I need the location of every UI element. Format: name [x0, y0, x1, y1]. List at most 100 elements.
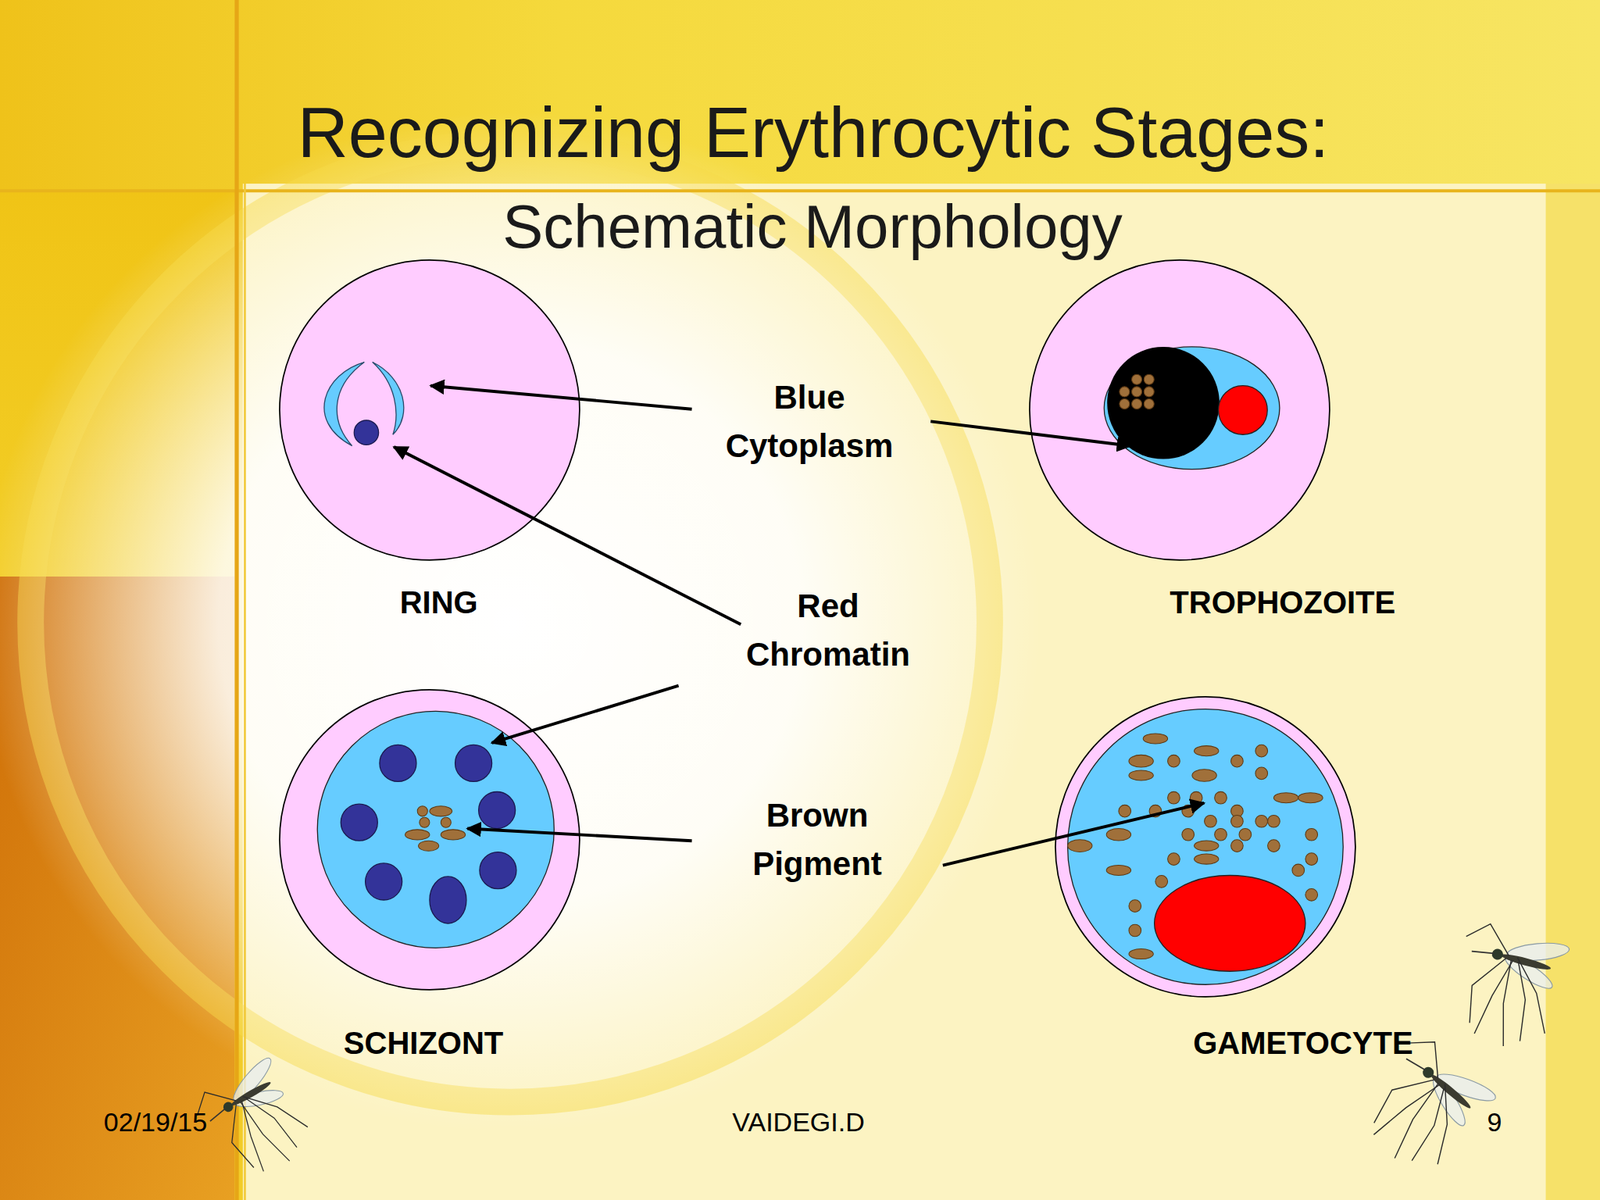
pigment-granule: [1292, 864, 1305, 877]
pigment-granule: [1214, 792, 1227, 805]
pigment-granule: [1155, 875, 1168, 889]
pigment-granule: [1143, 374, 1154, 385]
pigment-granule: [405, 829, 430, 840]
red-blood-cell: [1055, 696, 1356, 997]
chromatin-mass: [1153, 875, 1305, 972]
pigment-granule: [1305, 828, 1318, 842]
pigment-granule: [1131, 374, 1142, 385]
pigment-granule: [1267, 815, 1280, 829]
ring-cytoplasm: [372, 362, 404, 436]
callout-label: Blue Cytoplasm: [711, 373, 908, 471]
mosquito: [187, 1051, 322, 1190]
ring-cell: RING: [276, 257, 583, 564]
red-blood-cell: [279, 689, 580, 990]
mosquito: [1441, 914, 1575, 1058]
chromatin-dot: [1217, 385, 1268, 436]
parasite-cytoplasm: [1103, 346, 1280, 470]
mosquito-leg: [1373, 1072, 1440, 1147]
pigment-granule: [1119, 399, 1130, 410]
merozoite: [479, 852, 517, 890]
pigment-granule: [1118, 805, 1132, 818]
pigment-granule: [440, 817, 451, 828]
pigment-granule: [1149, 805, 1162, 818]
slide-number: 9: [1487, 1106, 1503, 1138]
merozoite: [455, 744, 493, 782]
trophozoite-cell: TROPHOZOITE: [1026, 257, 1333, 564]
stage-label: RING: [400, 585, 479, 620]
mosquito-leg: [1498, 961, 1540, 1042]
pigment-granule: [1128, 924, 1142, 937]
pigment-granule: [1128, 770, 1154, 781]
divider-line: [0, 189, 1600, 193]
pigment-granule: [1143, 386, 1154, 397]
mosquito-leg: [240, 1095, 290, 1168]
pigment-granule: [1297, 792, 1322, 804]
pigment-granule: [440, 829, 465, 840]
merozoite: [379, 744, 417, 782]
mosquito-leg: [246, 1089, 297, 1158]
pigment-granule: [1067, 839, 1092, 853]
pigment-granule: [429, 806, 453, 817]
cell-drawing: [276, 686, 583, 993]
pigment-granule: [1119, 386, 1130, 397]
pigment-granule: [1267, 839, 1280, 853]
pigment-granule: [1273, 792, 1298, 804]
stage-label: SCHIZONT: [343, 1025, 504, 1061]
pigment-granule: [1214, 828, 1227, 842]
cell-drawing: [1052, 693, 1359, 1000]
chromatin-dot: [353, 420, 379, 445]
pigment-granule: [1143, 399, 1154, 410]
cell-drawing: [276, 257, 583, 564]
slide-subtitle: Schematic Morphology: [502, 191, 1122, 262]
pigment-granule: [1167, 792, 1180, 805]
pigment-granule: [1106, 828, 1131, 842]
pigment-granule: [1128, 949, 1154, 960]
gametocyte-cell: GAMETOCYTE: [1052, 693, 1359, 1000]
pigment-granule: [1255, 744, 1268, 758]
mosquito-proboscis: [1471, 947, 1494, 958]
pigment-granule: [1131, 386, 1142, 397]
pigment-granule: [1189, 792, 1203, 805]
mosquito-leg: [1489, 960, 1525, 1047]
pigment-granule: [1305, 889, 1318, 902]
divider-line: [243, 183, 247, 1200]
pigment-granule: [1230, 755, 1243, 768]
mosquito-head: [1490, 947, 1504, 961]
red-blood-cell: [1029, 260, 1330, 561]
pigment-granule: [1239, 828, 1252, 842]
footer-author: VAIDEGI.D: [732, 1106, 865, 1138]
pigment-granule: [1255, 815, 1268, 829]
parasite-cytoplasm: [317, 710, 554, 948]
pigment-granule: [1167, 853, 1180, 866]
mosquito-leg: [1368, 1063, 1435, 1135]
mosquito-leg: [1402, 1084, 1480, 1165]
pigment-granule: [1128, 900, 1142, 913]
pigment-granule: [1193, 853, 1218, 865]
slide-title: Recognizing Erythrocytic Stages:: [297, 92, 1330, 174]
background-glow: [0, 112, 1041, 1133]
pigment-granule: [1167, 755, 1180, 768]
stage-label: GAMETOCYTE: [1192, 1025, 1414, 1061]
merozoite: [478, 792, 516, 829]
right-band: [1546, 183, 1600, 1200]
stage-label: TROPHOZOITE: [1169, 585, 1396, 620]
pigment-granule: [1305, 853, 1318, 866]
pigment-granule: [1192, 769, 1217, 783]
callout-label: Brown Pigment: [719, 791, 915, 889]
parasite-cytoplasm: [1067, 709, 1343, 986]
pigment-granule: [1230, 815, 1243, 829]
pigment-granule: [1181, 828, 1194, 842]
pigment-granule: [419, 817, 430, 828]
pigment-granule: [1181, 805, 1194, 818]
mosquito-head: [221, 1100, 236, 1114]
mosquito-leg: [1474, 955, 1513, 1039]
mosquito-body: [1428, 1071, 1473, 1111]
merozoite: [365, 863, 403, 900]
mosquito-leg: [242, 1075, 308, 1147]
schizont-cell: SCHIZONT: [276, 686, 583, 993]
callout-label: Red Chromatin: [730, 582, 926, 679]
food-vacuole: [1107, 346, 1220, 460]
divider-line: [234, 0, 239, 1200]
cell-drawing: [1026, 257, 1333, 564]
footer-date: 02/19/15: [103, 1106, 208, 1138]
